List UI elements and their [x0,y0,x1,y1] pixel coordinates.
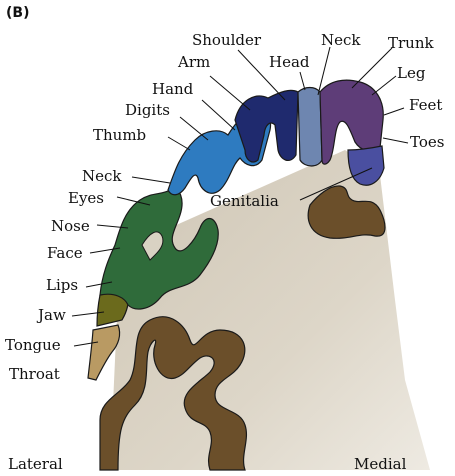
leader-toes [383,138,408,143]
label-face: Face [47,244,83,262]
leader-leg [372,76,396,95]
label-lips: Lips [46,276,78,294]
axis-lateral-label: Lateral [8,455,63,473]
leader-feet [384,108,404,115]
label-neck-face: Neck [82,167,122,185]
leader-neck-face [132,177,170,183]
label-trunk: Trunk [388,34,434,52]
label-thumb: Thumb [93,126,146,144]
region-arm [235,90,298,162]
leader-head [300,72,305,90]
leader-hand [202,100,235,130]
axis-medial-label: Medial [354,455,407,473]
label-tongue: Tongue [5,336,61,354]
label-shoulder: Shoulder [192,31,262,49]
leader-digits [180,117,208,140]
label-arm: Arm [177,53,210,71]
label-toes: Toes [410,133,444,151]
leader-thumb [168,137,190,150]
label-neck-top: Neck [321,31,361,49]
label-head: Head [269,53,310,71]
label-eyes: Eyes [68,189,104,207]
panel-label: (B) [6,5,29,21]
label-hand: Hand [152,80,194,98]
leader-trunk [352,48,392,88]
label-genitalia: Genitalia [210,192,279,210]
label-leg: Leg [397,64,426,82]
label-throat: Throat [9,365,60,383]
label-feet: Feet [409,96,442,114]
label-digits: Digits [125,101,170,119]
region-head [298,88,322,167]
label-nose: Nose [51,217,90,235]
leader-arm [210,76,250,110]
label-jaw: Jaw [36,306,66,324]
